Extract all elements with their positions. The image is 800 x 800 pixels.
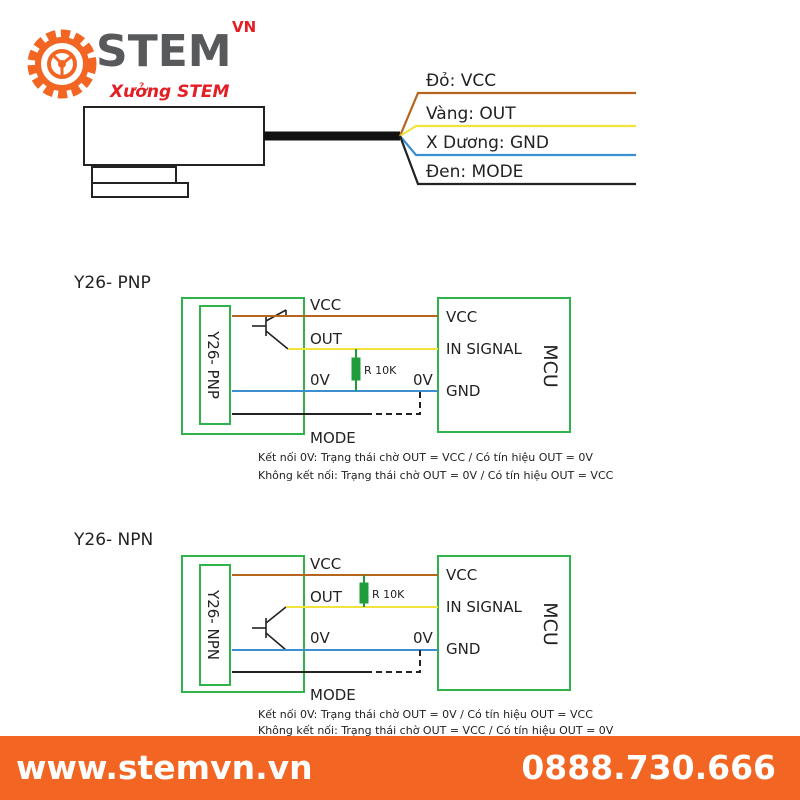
npn-label-vcc: VCC <box>310 555 341 573</box>
npn-label-mode: MODE <box>310 686 356 704</box>
npn-pin-signal: IN SIGNAL <box>446 598 522 616</box>
pnp-resistor-label: R 10K <box>364 364 397 377</box>
sensor-bracket-1 <box>91 166 177 184</box>
npn-title: Y26- NPN <box>73 530 153 550</box>
npn-mode-jumper <box>366 650 421 673</box>
npn-sensor-box <box>181 555 305 693</box>
wire-label-gnd: X Dương: GND <box>426 133 549 153</box>
sensor-illustration: Đỏ: VCC Vàng: OUT X Dương: GND Đen: MODE <box>83 71 636 198</box>
pnp-pin-signal: IN SIGNAL <box>446 340 522 358</box>
pnp-label-0v: 0V <box>310 371 331 389</box>
pnp-pin-vcc: VCC <box>446 308 477 326</box>
wire-black <box>398 135 636 186</box>
npn-device-label: Y26- NPN <box>204 589 222 660</box>
pnp-device-label: Y26- PNP <box>204 330 222 399</box>
wire-label-out: Vàng: OUT <box>426 104 516 124</box>
pnp-mid-0v: 0V <box>413 371 434 389</box>
gear-icon <box>27 29 97 99</box>
npn-label-out: OUT <box>310 588 343 606</box>
pnp-label-out: OUT <box>310 330 343 348</box>
npn-note-2: Không kết nối: Trạng thái chờ OUT = VCC … <box>258 724 614 737</box>
npn-diagram: Y26- NPN Y26- NPN MCU R 10K VCC OUT 0V 0… <box>73 530 614 737</box>
npn-transistor-symbol <box>252 606 287 651</box>
npn-mcu-box <box>437 555 571 691</box>
website-link[interactable]: www.stemvn.vn <box>16 748 313 787</box>
npn-note-1: Kết nối 0V: Trạng thái chờ OUT = 0V / Có… <box>258 708 593 721</box>
pnp-resistor <box>351 357 361 381</box>
pnp-sensor-box <box>181 297 305 435</box>
npn-label-0v: 0V <box>310 629 331 647</box>
wire-label-mode: Đen: MODE <box>426 162 523 182</box>
wire-yellow <box>399 124 636 137</box>
npn-pin-vcc: VCC <box>446 566 477 584</box>
wire-label-vcc: Đỏ: VCC <box>426 71 496 91</box>
npn-resistor <box>359 582 369 604</box>
npn-mcu-label: MCU <box>539 602 561 646</box>
stemvn-logo: STEM VN Xưởng STEM <box>27 18 256 102</box>
phone-number[interactable]: 0888.730.666 <box>521 748 776 787</box>
pnp-diagram: Y26- PNP Y26- PNP MCU R 10K VCC OUT 0V 0… <box>73 273 614 482</box>
sensor-bracket-2 <box>91 182 189 198</box>
footer-bar: www.stemvn.vn 0888.730.666 <box>0 736 800 800</box>
npn-resistor-label: R 10K <box>372 588 405 601</box>
wire-red <box>398 91 636 137</box>
pnp-note-2: Không kết nối: Trạng thái chờ OUT = 0V /… <box>258 469 614 482</box>
npn-pin-gnd: GND <box>446 640 480 658</box>
brand-name: STEM <box>96 26 232 77</box>
pnp-mode-jumper <box>366 391 421 415</box>
pnp-label-mode: MODE <box>310 429 356 447</box>
npn-mid-0v: 0V <box>413 629 434 647</box>
pnp-label-vcc: VCC <box>310 296 341 314</box>
pnp-note-1: Kết nối 0V: Trạng thái chờ OUT = VCC / C… <box>258 451 593 464</box>
pnp-title: Y26- PNP <box>73 273 151 293</box>
pnp-mcu-label: MCU <box>539 344 561 388</box>
brand-tagline: Xưởng STEM <box>109 82 230 102</box>
sensor-body <box>83 106 265 166</box>
pnp-mcu-box <box>437 297 571 433</box>
brand-superscript: VN <box>232 18 256 36</box>
pnp-pin-gnd: GND <box>446 382 480 400</box>
wire-blue <box>399 135 636 157</box>
npn-device-box <box>199 564 231 686</box>
pnp-device-box <box>199 305 231 425</box>
